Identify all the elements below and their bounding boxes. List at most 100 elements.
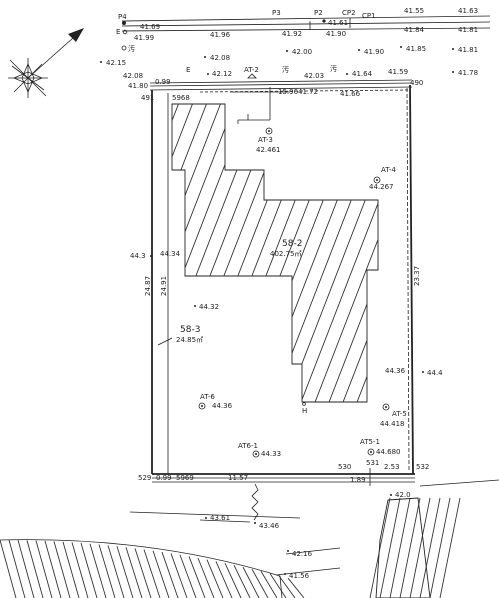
- parcel-main-area: 402.75㎡: [270, 250, 302, 258]
- bm-at61-label: AT6-1: [238, 442, 258, 450]
- elev-r6-c: 41.66: [340, 90, 361, 98]
- point-532: 532: [416, 463, 429, 471]
- building-hatch-line: [311, 104, 378, 402]
- elev-r6-a: 41.80: [128, 82, 148, 90]
- point-491: 491: [141, 94, 154, 102]
- bm-at51-value: 44.680: [376, 448, 401, 456]
- lower-hatch-line: [379, 497, 401, 598]
- building-hatch-line: [172, 104, 209, 402]
- slope-hatch-line: [71, 542, 89, 598]
- slope-hatch-line: [134, 548, 152, 598]
- elev-r1-b: 41.61: [328, 19, 348, 27]
- elev-r2-c: 41.92: [282, 30, 302, 38]
- slope-hatch-line: [224, 563, 242, 598]
- slope-hatch-line: [269, 573, 287, 598]
- label-manhole-left: 汚: [282, 66, 289, 74]
- elev-r2-d: 41.90: [326, 30, 346, 38]
- slope-hatch-line: [287, 577, 305, 598]
- elev-r5-a: 42.08: [123, 72, 143, 80]
- building-footprint: [171, 100, 499, 410]
- lower-hatch-line: [419, 497, 441, 598]
- lower-retaining: [129, 479, 499, 598]
- elev-bot-a: 42.0: [395, 491, 411, 499]
- benchmark-at5-1: AT5-1 44.680: [360, 438, 401, 456]
- elev-mid-a: 44.32: [199, 303, 219, 311]
- bm-at4-value: 44.267: [369, 183, 394, 191]
- elev-r3-c: 41.90: [364, 48, 384, 56]
- bm-at61-value: 44.33: [261, 450, 281, 458]
- bm-at6-label: AT-6: [200, 393, 215, 401]
- label-p3: P3: [272, 9, 281, 17]
- front-curb: [149, 79, 413, 120]
- slope-hatch-line: [26, 540, 44, 598]
- building-hatch-line: [382, 100, 499, 410]
- point-529: 529: [138, 474, 151, 482]
- bm-at4-label: AT-4: [381, 166, 396, 174]
- point-530: 530: [338, 463, 351, 471]
- slope-hatch-line: [116, 546, 134, 598]
- slope-hatch-line: [215, 561, 233, 598]
- point-531: 531: [366, 459, 379, 467]
- parcel-main-id: 58-2: [282, 239, 302, 249]
- slope-hatch-line: [242, 566, 260, 598]
- slope-hatch-line: [143, 549, 161, 598]
- building-hatch-line: [297, 104, 378, 402]
- manhole-icon: [121, 45, 127, 51]
- slope-hatch-line: [278, 575, 296, 598]
- slope-hatch-line: [152, 550, 170, 598]
- elev-right-b: 44.4: [427, 369, 443, 377]
- elev-bot-c: 43.46: [259, 522, 280, 530]
- building-hatch-line: [367, 104, 378, 402]
- slope-hatch-line: [179, 554, 197, 598]
- elev-r1-c: 41.55: [404, 7, 424, 15]
- slope-hatch-line: [260, 571, 278, 598]
- bm-at51-label: AT5-1: [360, 438, 380, 446]
- benchmark-at4: AT-4 44.267: [369, 166, 396, 191]
- benchmark-at5: AT-5 44.418: [380, 403, 407, 428]
- elev-r3-a: 42.08: [210, 54, 230, 62]
- slope-hatch-line: [170, 553, 188, 598]
- slope-hatch-line: [107, 545, 125, 598]
- lower-hatch-line: [389, 497, 411, 598]
- slope-hatching: [0, 539, 305, 598]
- elev-r3-d: 41.85: [406, 45, 426, 53]
- elev-bot-e: 41.56: [289, 572, 310, 580]
- bm-at5-value: 44.418: [380, 420, 405, 428]
- elev-r1-d: 41.63: [458, 7, 478, 15]
- lower-hatch-line: [439, 497, 461, 598]
- elev-r5-b: 0.99: [155, 78, 171, 86]
- elev-left-b: 44.34: [160, 250, 181, 258]
- label-p2: P2: [314, 9, 323, 17]
- lower-hatch-line: [429, 497, 451, 598]
- slope-hatch-line: [35, 540, 53, 598]
- bm-at3-label: AT-3: [258, 136, 273, 144]
- elev-r5-g: 41.78: [458, 69, 478, 77]
- benchmark-at6-1: AT6-1 44.33: [238, 442, 281, 458]
- slope-hatch-line: [125, 547, 143, 598]
- road-lines: [121, 15, 491, 32]
- slope-hatch-line: [98, 544, 116, 598]
- lower-hatch-line: [369, 497, 391, 598]
- dim-bottom-2: 11.57: [228, 474, 248, 482]
- building-hatch-line: [410, 100, 499, 410]
- building-hatch-line: [172, 104, 223, 402]
- slope-hatch-line: [197, 557, 215, 598]
- slope-hatch-line: [233, 564, 251, 598]
- slope-hatch-line: [8, 539, 26, 598]
- building-hatch-line: [325, 104, 378, 402]
- elev-r3-e: 41.81: [458, 46, 478, 54]
- benchmark-at3: AT-3 42.461: [256, 127, 281, 154]
- dim-bottom-4: 2.53: [384, 463, 400, 471]
- label-e: E: [116, 28, 120, 36]
- label-p4: P4: [118, 13, 127, 21]
- label-manhole-top: 汚: [330, 65, 337, 73]
- elev-r2-a: 41.99: [134, 34, 154, 42]
- point-490: 490: [410, 79, 423, 87]
- lower-hatch-line: [399, 497, 421, 598]
- label-cp1: CP1: [362, 12, 376, 20]
- building-hatch-line: [339, 104, 378, 402]
- site-boundary: [151, 84, 415, 483]
- elev-bot-b: 43.61: [210, 514, 230, 522]
- slope-hatch-line: [80, 542, 98, 598]
- elev-r5-c: 42.12: [212, 70, 232, 78]
